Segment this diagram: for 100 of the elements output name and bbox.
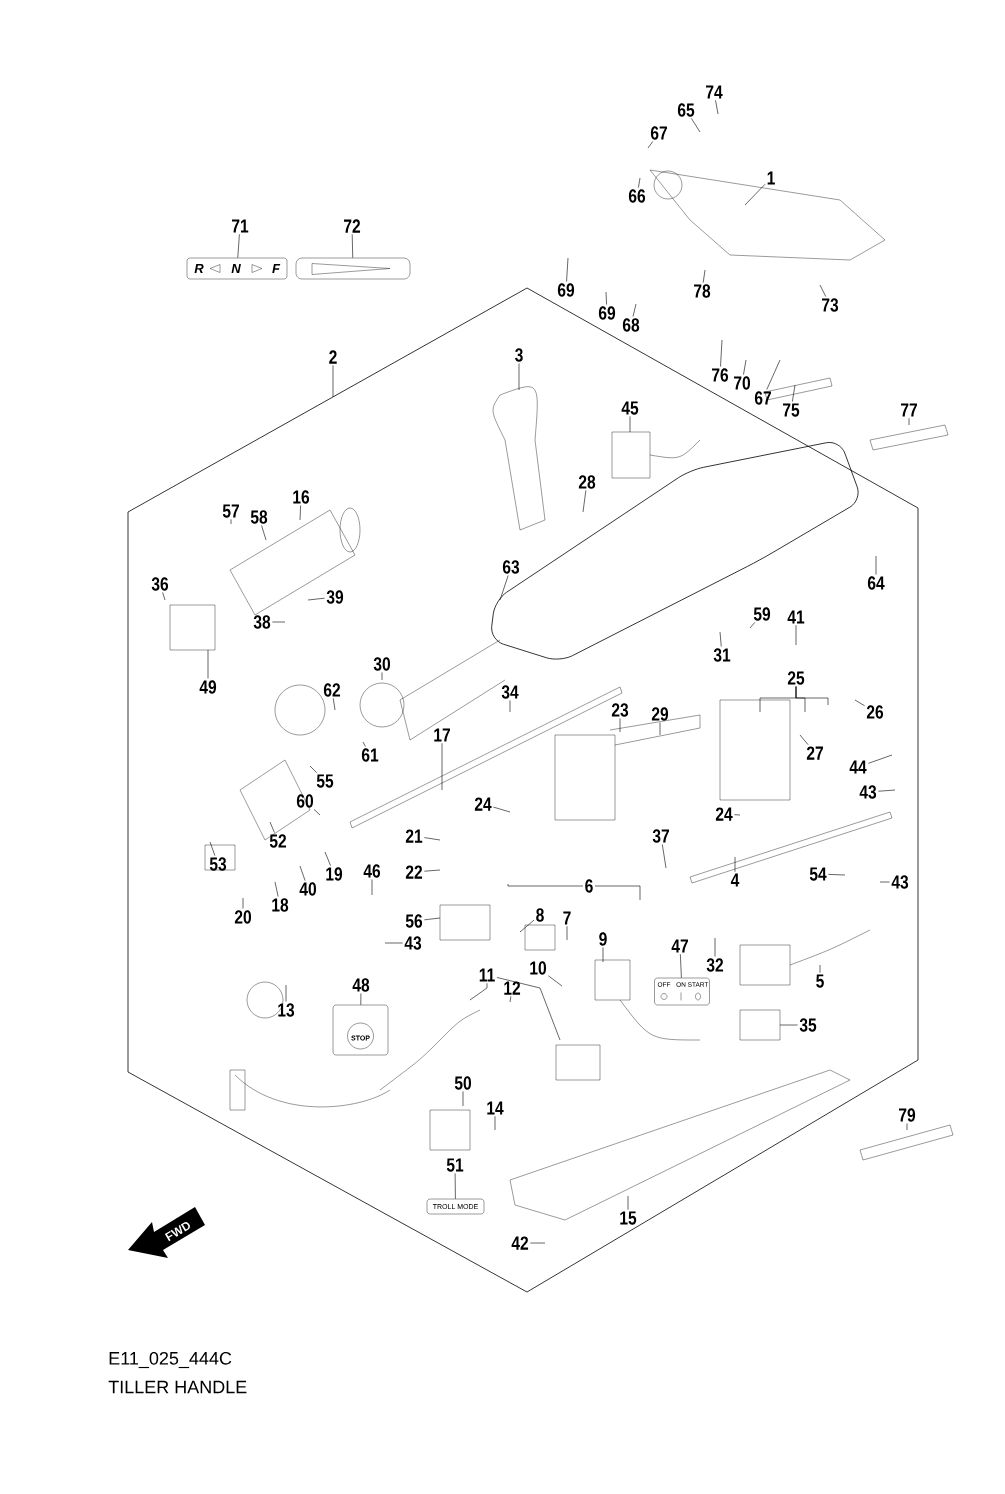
leader-line [313, 809, 321, 816]
leader-line [734, 856, 736, 873]
leader-line [647, 141, 654, 149]
leader-line [627, 1195, 629, 1210]
leader-line [734, 814, 741, 816]
callout-number: 59 [753, 607, 771, 621]
leader-line [272, 621, 286, 623]
callout-number: 26 [866, 705, 884, 719]
leader-line [462, 1091, 464, 1107]
callout-number: 62 [323, 683, 341, 697]
callout-number: 65 [677, 103, 695, 117]
callout-number: 43 [859, 785, 877, 799]
leader-line [795, 686, 829, 706]
callout-number: 11 [479, 968, 495, 982]
callout-number: 77 [901, 403, 917, 417]
leader-line [381, 672, 383, 681]
callout-number: 1 [767, 171, 775, 185]
leader-line [828, 874, 846, 876]
callout-number: 71 [232, 219, 249, 233]
leader-line [908, 417, 910, 426]
callout-number: 4 [730, 873, 740, 887]
leader-line [779, 1024, 798, 1026]
leader-line [509, 996, 512, 1003]
callout-number: 68 [622, 318, 640, 332]
leader-line [875, 555, 877, 575]
callout-number: 57 [222, 504, 239, 518]
leader-line [582, 490, 587, 513]
callout-number: 20 [234, 910, 252, 924]
leader-line [285, 984, 287, 1002]
callout-number: 43 [404, 936, 422, 950]
callout-number: 42 [511, 1236, 529, 1250]
callout-number: 41 [787, 610, 805, 624]
callout-number: 3 [515, 348, 523, 362]
callout-number: 23 [611, 703, 629, 717]
leader-line [493, 806, 511, 813]
leader-line [619, 718, 621, 733]
drawing-title: TILLER HANDLE [108, 1380, 247, 1394]
leader-line [209, 841, 216, 856]
callout-number: 37 [652, 829, 669, 843]
callout-number: 67 [650, 126, 667, 140]
callout-number: 60 [296, 794, 314, 808]
callout-number: 13 [278, 1003, 295, 1017]
callout-number: 15 [620, 1211, 637, 1225]
callout-number: 46 [363, 864, 381, 878]
callout-number: 76 [712, 368, 729, 382]
callout-number: 16 [293, 490, 310, 504]
callout-number: 51 [446, 1158, 464, 1172]
leader-line [507, 883, 584, 887]
callout-number: 43 [891, 875, 909, 889]
callout-number: 69 [557, 283, 575, 297]
callout-number: 47 [671, 939, 688, 953]
callout-number: 79 [899, 1108, 916, 1122]
leader-line [548, 975, 563, 987]
callout-number: 35 [799, 1018, 817, 1032]
callout-number: 78 [694, 284, 711, 298]
leader-line [714, 937, 716, 957]
leader-line [324, 851, 331, 866]
leader-line [691, 118, 701, 133]
leader-line [819, 284, 827, 297]
leader-line [743, 359, 747, 375]
leader-line [307, 597, 325, 601]
callout-number: 73 [822, 298, 839, 312]
leader-line [362, 741, 366, 747]
leader-line [499, 575, 509, 601]
leader-line [230, 519, 232, 525]
leader-line [360, 993, 362, 1006]
callout-number: 6 [585, 879, 593, 893]
leader-line [494, 1115, 496, 1131]
leader-line [299, 505, 301, 521]
callout-number: 27 [806, 746, 823, 760]
callout-number: 24 [715, 807, 733, 821]
leader-line [424, 869, 441, 872]
callout-number: 21 [405, 829, 423, 843]
leader-line [719, 631, 722, 647]
leader-line [720, 339, 723, 367]
callout-number: 74 [706, 85, 723, 99]
callout-number: 66 [628, 189, 646, 203]
leader-line [351, 234, 354, 259]
callout-number: 25 [787, 671, 805, 685]
leader-line [879, 881, 890, 883]
callout-number: 64 [867, 576, 885, 590]
callout-number: 28 [578, 475, 596, 489]
callout-number: 7 [563, 911, 571, 925]
leader-line [509, 700, 511, 713]
leader-line [207, 649, 209, 679]
callout-number: 38 [253, 615, 271, 629]
callout-number: 18 [272, 898, 289, 912]
callout-number: 36 [151, 577, 169, 591]
leader-line [441, 742, 443, 791]
callout-number: 8 [536, 908, 544, 922]
callout-number: 55 [316, 774, 334, 788]
leader-line [269, 821, 275, 833]
callout-number: 2 [329, 350, 337, 364]
callout-number: 49 [199, 680, 217, 694]
leader-line [744, 183, 766, 206]
leader-line [659, 722, 661, 736]
leader-line [819, 964, 821, 973]
leader-line [332, 365, 334, 398]
leader-line [766, 359, 781, 390]
callout-number: 56 [405, 914, 423, 928]
